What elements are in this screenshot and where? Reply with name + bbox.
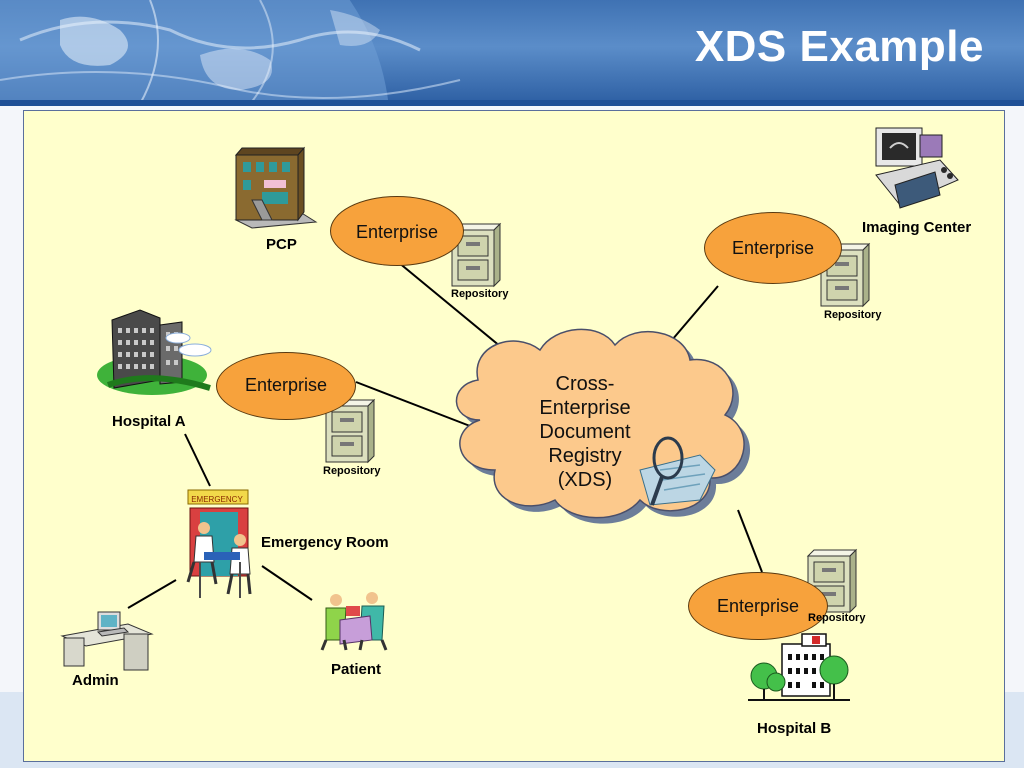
registry-label: Cross- Enterprise Document Registry (XDS… bbox=[520, 372, 650, 492]
registry-line: (XDS) bbox=[557, 469, 613, 491]
patient-icon bbox=[320, 592, 388, 651]
magnifier-icon bbox=[639, 436, 716, 506]
link-pcp-enterprise-registry bbox=[397, 261, 513, 357]
emergency-room-label: Emergency Room bbox=[261, 534, 389, 551]
enterprise-node-hospital-b: Enterprise bbox=[688, 572, 828, 640]
imaging-equipment-icon bbox=[875, 127, 959, 209]
connector-lines bbox=[127, 261, 763, 609]
emergency-sign-text: EMERGENCY bbox=[191, 495, 243, 504]
link-imaging-enterprise-registry bbox=[671, 285, 719, 341]
enterprise-label: Enterprise bbox=[244, 375, 328, 395]
globe-background bbox=[0, 0, 461, 104]
pcp-label: PCP bbox=[266, 236, 297, 253]
registry-line: Cross- bbox=[555, 373, 615, 395]
enterprise-node-pcp: Enterprise bbox=[330, 196, 464, 266]
link-emergency-patient bbox=[261, 565, 313, 601]
repository-label: Repository bbox=[323, 465, 381, 477]
slide-header: XDS Example bbox=[0, 0, 1024, 104]
registry-line: Registry bbox=[548, 445, 622, 467]
registry-line: Document bbox=[539, 421, 631, 443]
slide-title: XDS Example bbox=[694, 22, 984, 71]
link-emergency-admin bbox=[127, 579, 177, 609]
hospital-a-label: Hospital A bbox=[112, 413, 186, 430]
repository-cabinet-icon bbox=[324, 398, 376, 464]
hospital-b-building-icon bbox=[748, 633, 850, 701]
hospital-b-label: Hospital B bbox=[757, 720, 832, 737]
pcp-building-icon bbox=[234, 146, 318, 229]
imaging-center-label: Imaging Center bbox=[862, 219, 972, 236]
admin-label: Admin bbox=[72, 672, 119, 689]
link-hospital-a-enterprise-registry bbox=[355, 381, 471, 427]
enterprise-node-imaging: Enterprise bbox=[704, 212, 842, 284]
link-hospital-a-emergency bbox=[184, 433, 211, 487]
registry-line: Enterprise bbox=[539, 397, 631, 419]
repository-label: Repository bbox=[808, 612, 866, 624]
emergency-room-icon bbox=[186, 489, 252, 598]
hospital-a-building-icon bbox=[97, 309, 212, 395]
repository-label: Repository bbox=[824, 309, 882, 321]
enterprise-label: Enterprise bbox=[731, 238, 815, 258]
enterprise-node-hospital-a: Enterprise bbox=[216, 352, 356, 420]
enterprise-label: Enterprise bbox=[716, 596, 800, 616]
repository-cabinet-icon bbox=[450, 222, 502, 288]
repository-label: Repository bbox=[451, 288, 509, 300]
link-hospital-b-enterprise-registry bbox=[737, 509, 763, 573]
admin-desk-icon bbox=[60, 611, 154, 671]
enterprise-label: Enterprise bbox=[355, 222, 439, 242]
header-divider bbox=[0, 100, 1024, 106]
patient-label: Patient bbox=[331, 661, 382, 678]
